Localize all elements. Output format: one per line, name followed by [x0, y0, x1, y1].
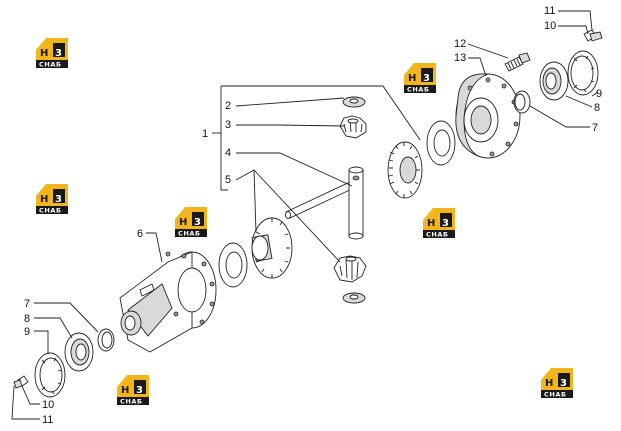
part-cross-pin: [285, 181, 355, 219]
logo-subtitle: CHAБ: [39, 61, 62, 69]
logos: H 3 CHAБ H 3 CHAБ H 3 CHAБ H: [36, 38, 573, 406]
callout-9-bottom: 9: [24, 326, 30, 338]
part-side-gear-left: [251, 217, 293, 279]
callout-3: 3: [225, 119, 231, 131]
leader-lines: [11, 10, 599, 420]
callout-11-top: 11: [544, 5, 555, 17]
part-side-gear-right: [387, 141, 423, 199]
callout-7-top: 7: [592, 122, 598, 134]
logo-letter: H: [427, 218, 435, 229]
logo-digit: 3: [55, 48, 62, 59]
logo-center: H 3 CHAБ: [175, 207, 207, 238]
logo-digit: 3: [442, 218, 449, 229]
part-thrust-washer-right: [426, 120, 456, 166]
part-bolt-top: [583, 29, 603, 42]
logo-letter: H: [408, 73, 416, 84]
part-ring-nut-bottom: [34, 352, 66, 398]
callout-10-bottom: 10: [42, 399, 54, 411]
logo-bottom-left: H 3 CHAБ: [117, 375, 149, 406]
logo-subtitle: CHAБ: [178, 230, 201, 238]
part-thrust-washer-left: [218, 242, 248, 288]
part-washer-top: [342, 96, 366, 108]
logo-subtitle: CHAБ: [39, 207, 62, 215]
part-bearing-cup-bottom: [97, 328, 115, 352]
logo-letter: H: [40, 194, 48, 205]
callout-5: 5: [225, 174, 231, 186]
callout-8-bottom: 8: [24, 313, 30, 325]
part-flange-housing: [455, 73, 521, 159]
callout-6: 6: [137, 228, 143, 240]
callout-7-bottom: 7: [24, 298, 30, 310]
part-bolt-bottom: [13, 375, 29, 389]
logo-subtitle: CHAБ: [426, 231, 449, 239]
logo-center-right: H 3 CHAБ: [423, 208, 455, 239]
logo-digit: 3: [560, 378, 567, 389]
callout-8-top: 8: [594, 102, 600, 114]
part-ring-nut-top: [567, 50, 599, 96]
logo-digit: 3: [423, 73, 430, 84]
logo-mid-left: H 3 CHAБ: [36, 184, 68, 215]
callout-labels: 1 2 3 4 5 6 7 8 9 10 11 12 13 7 8 9 10 1…: [24, 5, 602, 426]
callout-11-bottom: 11: [42, 414, 53, 426]
logo-letter: H: [545, 378, 553, 389]
callout-4: 4: [225, 147, 231, 159]
logo-digit: 3: [55, 194, 62, 205]
logo-top-left: H 3 CHAБ: [36, 38, 68, 69]
part-bearing-cup-top: [513, 90, 531, 114]
logo-digit: 3: [194, 217, 201, 228]
part-bolt-12: [504, 52, 531, 72]
part-bearing-top: [539, 61, 569, 101]
callout-10-top: 10: [544, 20, 556, 32]
logo-top-center: H 3 CHAБ: [404, 63, 436, 94]
callout-1: 1: [202, 128, 208, 140]
logo-subtitle: CHAБ: [544, 391, 567, 399]
part-differential-case: [119, 251, 217, 353]
logo-subtitle: CHAБ: [407, 86, 430, 94]
parts: [13, 29, 603, 398]
callout-12: 12: [454, 38, 466, 50]
logo-letter: H: [179, 217, 187, 228]
logo-bottom-right: H 3 CHAБ: [541, 368, 573, 399]
callout-2: 2: [225, 100, 231, 112]
part-spider-pin: [348, 166, 364, 240]
logo-digit: 3: [136, 385, 143, 396]
logo-subtitle: CHAБ: [120, 398, 143, 406]
logo-letter: H: [121, 385, 129, 396]
part-pinion-top: [339, 115, 367, 139]
part-bearing-bottom: [64, 332, 94, 372]
part-pinion-bottom: [333, 255, 367, 283]
part-washer-bottom: [342, 292, 366, 304]
callout-9-top: 9: [596, 88, 602, 100]
logo-letter: H: [40, 48, 48, 59]
callout-13: 13: [454, 52, 466, 64]
